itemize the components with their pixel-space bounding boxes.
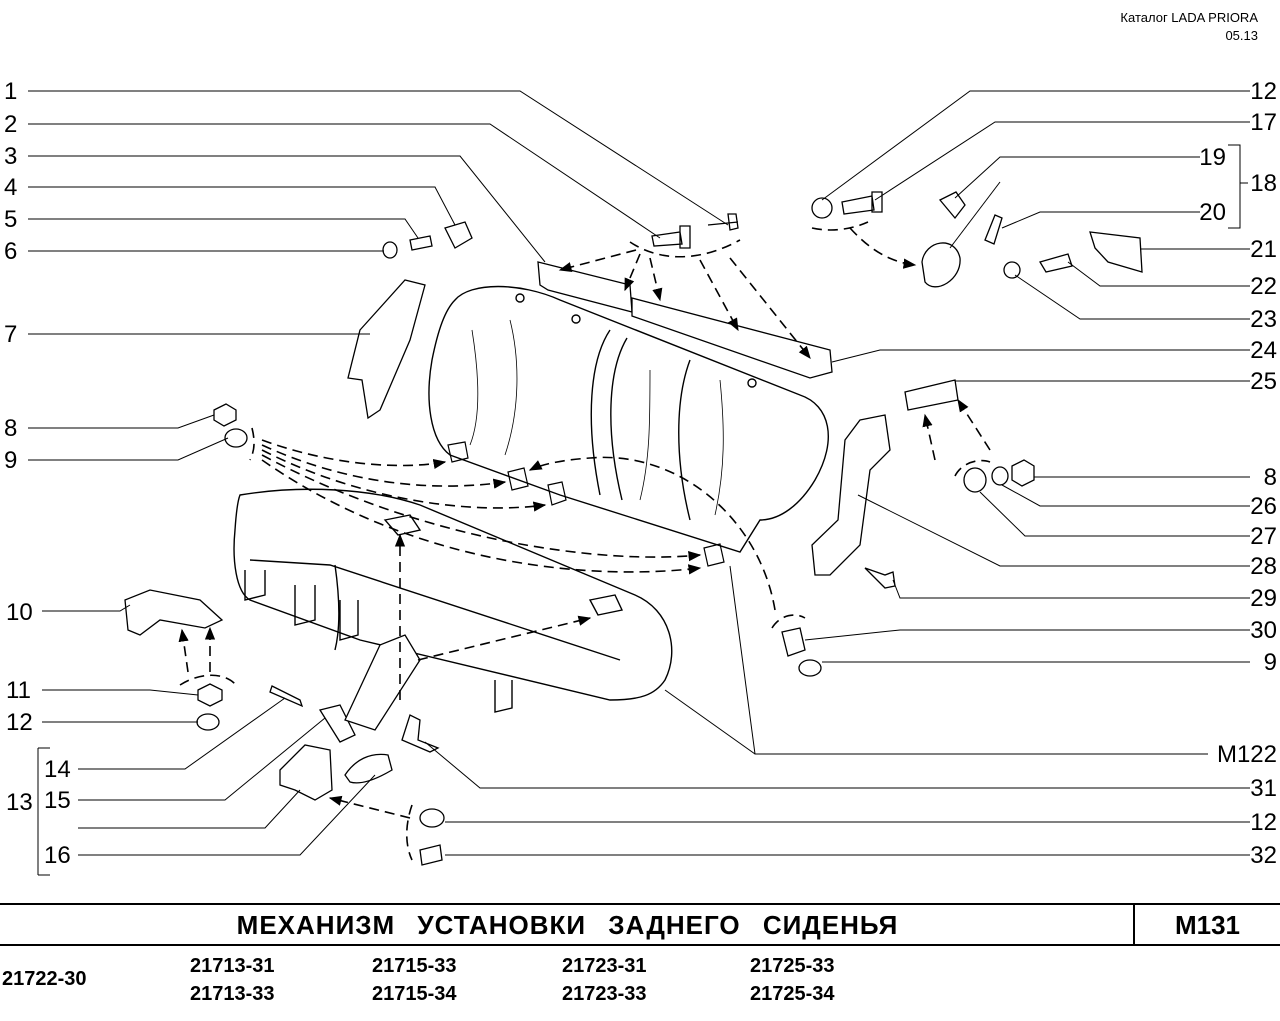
seat-back	[428, 285, 829, 553]
callout-6: 6	[4, 238, 17, 265]
callout-5: 5	[4, 206, 17, 233]
callout-3: 3	[4, 143, 17, 170]
callout-2: 2	[4, 111, 17, 138]
callout-r-23: 23	[1250, 306, 1277, 333]
model-5: 21723-31	[562, 955, 647, 977]
callout-7: 7	[4, 321, 17, 348]
callout-r-26: 26	[1250, 493, 1277, 520]
callout-r-20: 20	[1199, 199, 1226, 226]
callout-r-30: 30	[1250, 617, 1277, 644]
footer-frame	[0, 903, 1280, 946]
callout-r-17: 17	[1250, 109, 1277, 136]
callouts-left: 1 2 3 4 5 6 7 8 9 10 11 12 14 15 16 13	[4, 78, 71, 869]
callout-12: 12	[6, 709, 33, 736]
callout-11: 11	[6, 677, 31, 704]
callout-r-m122: M122	[1217, 741, 1277, 768]
catalog-label: Каталог LADA PRIORA	[1120, 10, 1258, 25]
callout-r-12: 12	[1250, 78, 1277, 105]
callout-r-27: 27	[1250, 523, 1277, 550]
callout-r-25: 25	[1250, 368, 1277, 395]
callout-r-28: 28	[1250, 553, 1277, 580]
assembly-lines	[178, 221, 991, 861]
callout-r-21: 21	[1250, 236, 1277, 263]
seat-back-hinges	[447, 441, 725, 567]
model-2: 21713-33	[190, 983, 275, 1005]
model-8: 21725-34	[750, 983, 835, 1005]
callout-1: 1	[4, 78, 17, 105]
callout-r-9: 9	[1264, 649, 1277, 676]
callout-r-31: 31	[1250, 775, 1277, 802]
callout-group-13: 13	[6, 789, 33, 816]
page-title: МЕХАНИЗМ УСТАНОВКИ ЗАДНЕГО СИДЕНЬЯ	[236, 910, 899, 940]
callout-r-8: 8	[1264, 464, 1277, 491]
callout-9: 9	[4, 447, 17, 474]
callout-8: 8	[4, 415, 17, 442]
callout-14: 14	[44, 756, 71, 783]
callout-10: 10	[6, 599, 33, 626]
callout-r-18: 18	[1250, 170, 1277, 197]
callout-4: 4	[4, 174, 17, 201]
seat-cushion	[233, 488, 673, 713]
callout-r-19: 19	[1199, 144, 1226, 171]
model-1: 21713-31	[190, 955, 275, 977]
base-model: 21722-30	[2, 968, 87, 990]
model-6: 21723-33	[562, 983, 647, 1005]
model-7: 21725-33	[750, 955, 835, 977]
catalog-date: 05.13	[1225, 28, 1258, 43]
callout-r-24: 24	[1250, 337, 1277, 364]
model-4: 21715-34	[372, 983, 457, 1005]
callouts-right: 12 17 19 20 18 21 22 23 24 25 8 26 27 28…	[1199, 78, 1277, 869]
page-code: M131	[1174, 910, 1241, 940]
leader-lines	[28, 90, 1250, 876]
callout-r-12b: 12	[1250, 809, 1277, 836]
callout-r-22: 22	[1250, 273, 1277, 300]
callout-15: 15	[44, 787, 71, 814]
callout-r-29: 29	[1250, 585, 1277, 612]
part-shapes	[124, 191, 1143, 866]
model-3: 21715-33	[372, 955, 457, 977]
callout-r-32: 32	[1250, 842, 1277, 869]
callout-16: 16	[44, 842, 71, 869]
